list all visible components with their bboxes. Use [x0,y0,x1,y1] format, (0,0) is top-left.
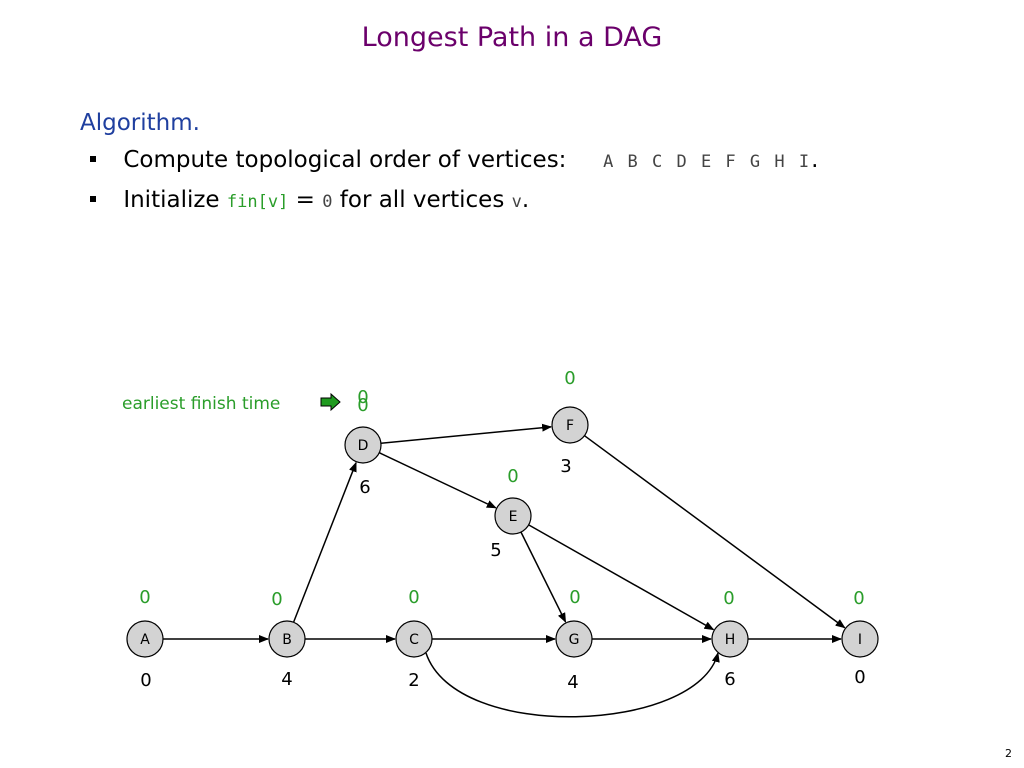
node-label-h: H [725,632,736,648]
finish-time-f: 0 [564,368,575,389]
node-b [268,620,306,658]
finish-time-e: 0 [507,466,518,487]
weight-g: 4 [567,672,578,693]
node-d [344,426,382,464]
node-a [126,620,164,658]
legend-label: earliest finish time [122,394,280,414]
legend-arrow-icon [320,392,341,412]
edge-b-d [292,461,357,623]
node-label-d: D [358,438,369,454]
bullet-topological-order: Compute topological order of vertices: A… [90,147,818,173]
node-g [555,620,593,658]
node-i [841,620,879,658]
node-label-i: I [858,632,862,648]
finish-time-d: 0 [357,387,368,408]
bullet-text: Compute topological order of vertices: [123,147,567,173]
bullet-marker [90,155,96,162]
node-label-f: F [566,418,574,434]
edge-d-e [378,452,497,509]
bullet-text-middle: for all vertices [339,187,505,213]
zero-code: 0 [322,192,333,212]
slide-title: Longest Path in a DAG [361,22,663,53]
finish-time-c: 0 [408,587,419,608]
weight-h: 6 [724,669,735,690]
weight-d: 6 [359,477,370,498]
finish-time-i: 0 [853,588,864,609]
bullet-end-punct: . [521,187,530,213]
bullet-initialize: Initialize fin[v] = 0 for all vertices v… [90,187,529,213]
node-label-b: B [282,632,292,648]
finish-time-h: 0 [723,588,734,609]
fin-array-code: fin[v] [226,192,289,212]
edge-f-i [584,435,846,629]
bullet-text-prefix: Initialize [123,187,220,213]
weight-e: 5 [490,540,501,561]
topological-order-code: A B C D E F G H I [603,152,812,172]
weight-a: 0 [140,670,151,691]
node-h [711,620,749,658]
vertex-code: v [511,192,522,212]
finish-time-b: 0 [271,589,282,610]
bullet-marker [90,195,96,202]
finish-time-a: 0 [139,587,150,608]
bullet-end-punct: . [811,147,819,173]
node-label-a: A [140,632,150,648]
edge-c-h [425,652,720,718]
weight-b: 4 [281,669,292,690]
edge-e-h [528,524,715,631]
node-label-g: G [569,632,580,648]
node-f [551,406,589,444]
node-c [395,620,433,658]
weight-i: 0 [854,667,865,688]
page-number: 2 [1005,747,1012,760]
edge-d-f [380,423,553,445]
weight-c: 2 [408,670,419,691]
finish-time-g: 0 [569,587,580,608]
section-heading: Algorithm. [80,110,200,136]
node-label-c: C [409,632,419,648]
edge-e-g [520,531,567,623]
equals-sign: = [295,187,315,213]
edges-layer [163,423,846,718]
legend-value: 0 [357,395,368,416]
node-label-e: E [509,509,518,525]
node-e [494,497,532,535]
weight-f: 3 [560,456,571,477]
